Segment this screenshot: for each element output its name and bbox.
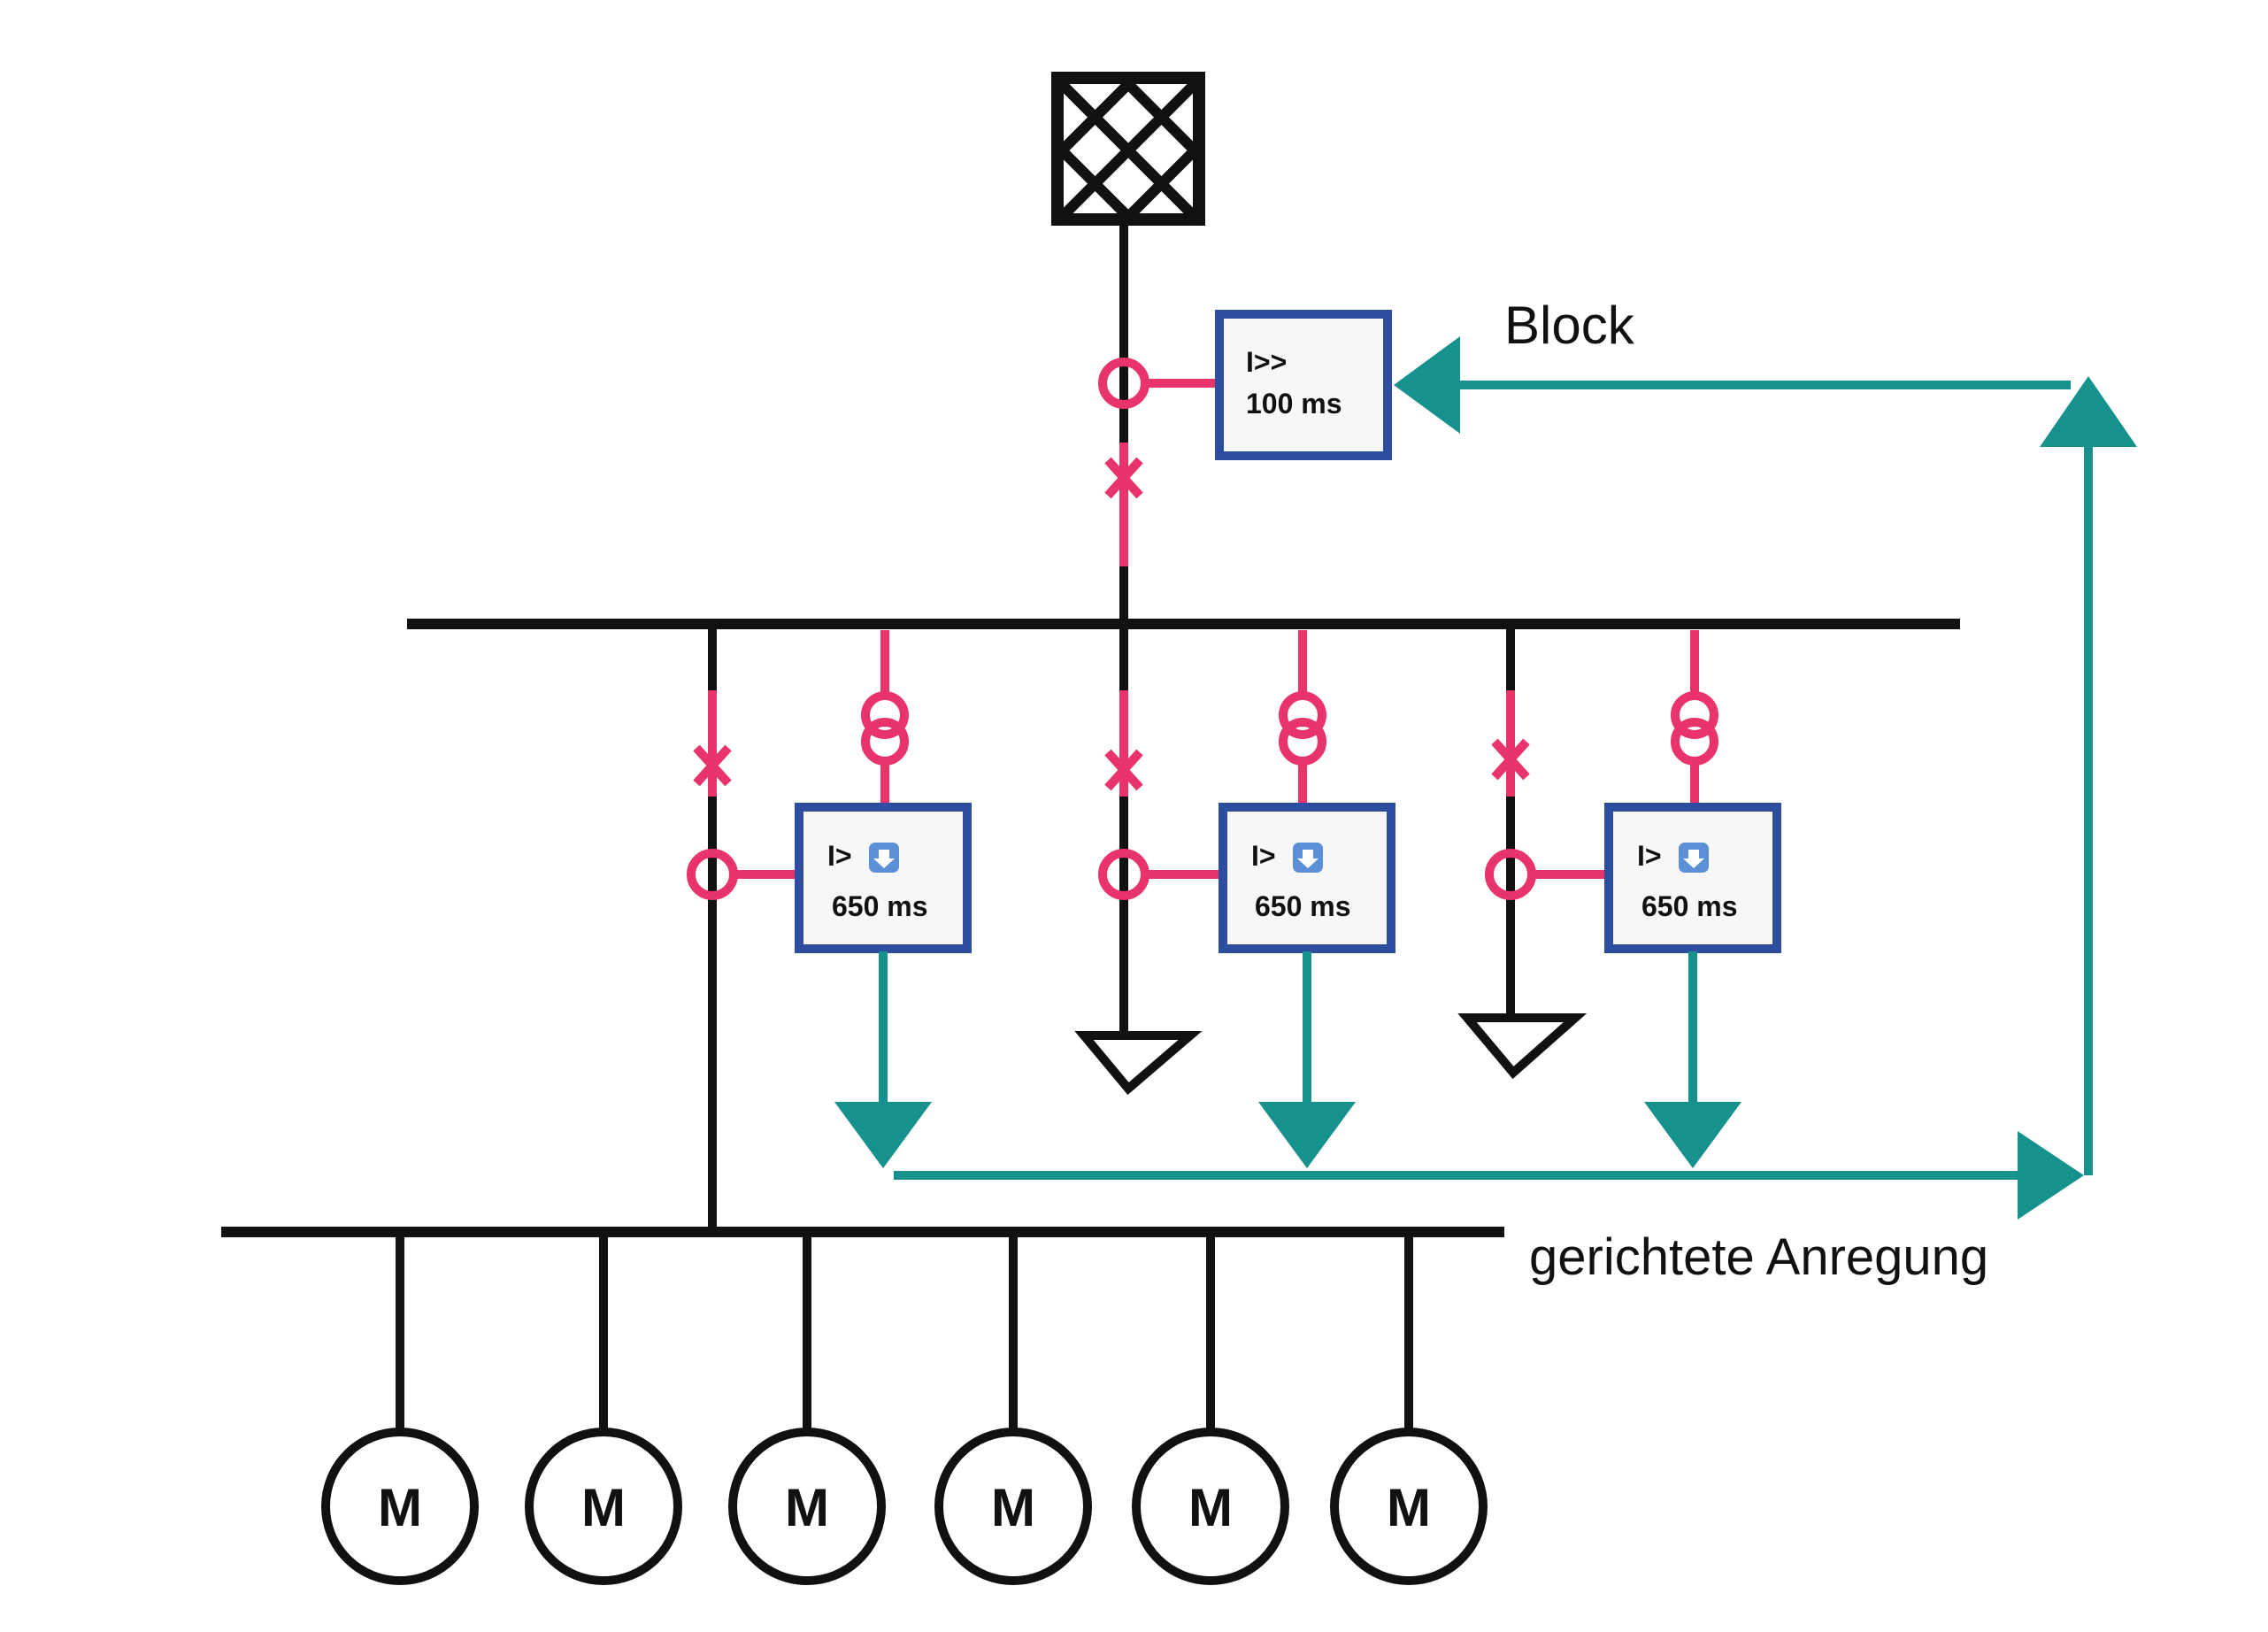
motor-6: M [1330,1232,1488,1585]
feeder-2-current-transformer-icon [1098,849,1226,900]
block-label: Block [1504,296,1635,355]
motor-3-label: M [785,1478,829,1537]
feeder-2-relay: I> 650 ms [1219,803,1395,953]
incomer-relay-delay: 100 ms [1246,388,1342,420]
block-arrow-icon [1394,336,1460,434]
return-up-arrow-icon [2040,376,2137,447]
feeder-3-relay-function: I> [1637,840,1662,872]
down-arrow-icon [1679,843,1709,873]
feeder-3-relay: I> 650 ms [1604,803,1781,953]
feeder-2-circuit-breaker-icon [1104,690,1143,797]
incomer-relay: I>> 100 ms [1215,310,1392,460]
feeder-2-load-icon [1074,1031,1203,1096]
incomer-circuit-breaker-icon [1104,443,1143,566]
feeder-2-voltage-transformer-icon [1279,630,1326,807]
feeder-1-current-transformer-icon [687,849,801,900]
feeder-3-load-icon [1457,1013,1588,1080]
feeder-3-current-transformer-icon [1485,849,1611,900]
motor-5-label: M [1188,1478,1233,1537]
directional-pickup-label: gerichtete Anregung [1529,1228,1988,1286]
feeder-1-pickup-arrow-icon [834,1102,932,1168]
grid-source-icon [1051,72,1205,226]
motor-4-label: M [991,1478,1035,1537]
feeder-2-relay-function: I> [1251,840,1276,872]
signal-arrowheads [834,336,2137,1220]
down-arrow-icon [869,843,899,873]
down-arrow-icon [1293,843,1323,873]
feeder-3-circuit-breaker-icon [1491,690,1530,797]
feeder-2-relay-delay: 650 ms [1255,890,1351,922]
feeder-1-voltage-transformer-icon [861,630,909,807]
feeder-1-relay-delay: 650 ms [832,890,928,922]
feeder-3-relay-delay: 650 ms [1641,890,1738,922]
motor-2: M [525,1232,682,1585]
motor-2-label: M [581,1478,626,1537]
feeder-1-relay: I> 650 ms [795,803,972,953]
feeder-1-circuit-breaker-icon [693,690,732,797]
motor-1: M [321,1232,479,1585]
pickup-bus-arrow-icon [2018,1131,2084,1220]
feeder-2-pickup-arrow-icon [1258,1102,1356,1168]
motor-5: M [1132,1232,1289,1585]
motor-1-label: M [378,1478,422,1537]
directional-pickup-signals [879,381,2093,1180]
feeder-1-relay-function: I> [827,840,852,872]
feeder-3-voltage-transformer-icon [1671,630,1718,807]
incomer-relay-function: I>> [1246,346,1287,378]
motor-4: M [934,1232,1092,1585]
motor-6-label: M [1387,1478,1431,1537]
motor-3: M [728,1232,886,1585]
feeder-3-pickup-arrow-icon [1644,1102,1741,1168]
incomer-current-transformer-icon [1098,358,1221,409]
